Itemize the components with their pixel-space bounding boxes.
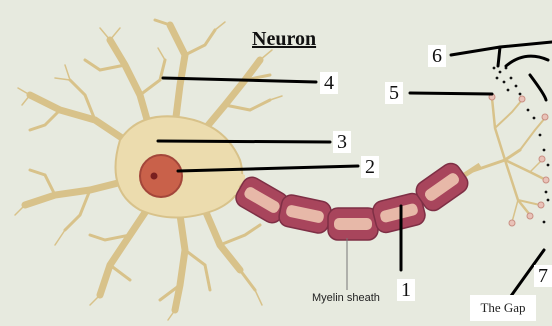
label-5: 5 [385,82,403,104]
myelin-sheath [232,160,471,240]
label-3: 3 [333,131,351,153]
nucleolus [151,173,158,180]
label-6: 6 [428,45,446,67]
leader-line-5 [410,93,492,94]
label-1: 1 [397,279,415,301]
label-7: 7 [534,265,552,287]
label-4: 4 [320,72,338,94]
leader-line-6-curve-2 [530,75,546,100]
terminal-buttons [489,94,549,226]
gap-caption: The Gap [470,295,536,321]
label-2: 2 [361,156,379,178]
leader-lines [158,42,552,296]
leader-line-4 [163,78,316,82]
axon-terminals [470,98,546,222]
leader-line-6-branch [498,47,500,66]
leader-line-3 [158,141,330,142]
leader-line-6-curve [506,56,548,66]
diagram-title: Neuron [252,28,316,51]
leader-line-6 [451,42,552,55]
nucleus [140,155,182,197]
myelin-sheath-caption: Myelin sheath [312,292,380,304]
